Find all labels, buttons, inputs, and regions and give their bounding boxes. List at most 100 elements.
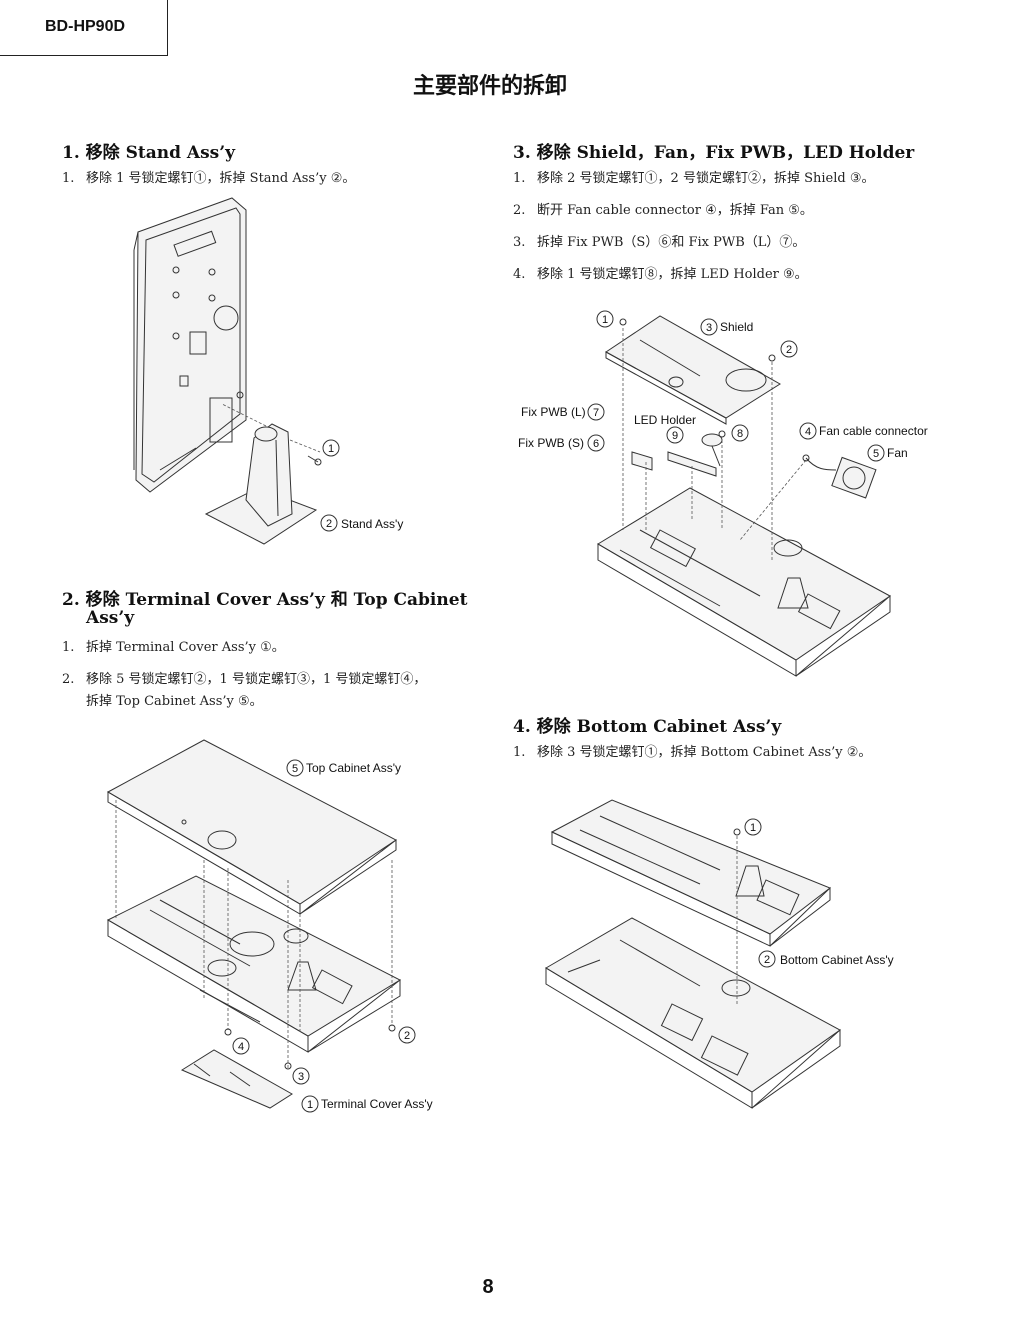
svg-text:1: 1 — [328, 443, 334, 455]
callout-5: 5 — [286, 759, 304, 777]
step-text: 断开 Fan cable connector ④，拆掉 Fan ⑤。 — [537, 203, 813, 218]
callout-1: 1 — [596, 310, 614, 328]
callout-1: 1 — [744, 818, 762, 836]
chassis-drawing — [106, 875, 402, 1053]
callout-2: 2 — [758, 950, 776, 968]
section-2-title-line-1: 2. 移除 Terminal Cover Ass’y 和 Top Cabinet — [62, 590, 468, 610]
shield-label: Shield — [720, 320, 753, 334]
step-number: 2. — [62, 672, 75, 687]
section-2-step-2-cont: 拆掉 Top Cabinet Ass’y ⑤。 — [86, 694, 263, 709]
callout-3: 3 — [700, 318, 718, 336]
terminal-cover-label: Terminal Cover Ass'y — [321, 1097, 433, 1111]
monitor-body-drawing — [133, 197, 247, 493]
step-number: 1. — [62, 171, 75, 186]
callout-1: 1 — [322, 439, 340, 457]
step-text: 拆掉 Fix PWB（S）⑥和 Fix PWB（L）⑦。 — [537, 235, 806, 250]
callout-6: 6 — [587, 434, 605, 452]
page-number: 8 — [482, 1276, 494, 1298]
step-number: 2. — [513, 203, 526, 218]
callout-9: 9 — [666, 426, 684, 444]
terminal-cover-drawing — [180, 1049, 293, 1109]
step-text: 移除 1 号锁定螺钉⑧，拆掉 LED Holder ⑨。 — [537, 267, 808, 282]
section-2-title-line-2: Ass’y — [86, 608, 135, 628]
step-number: 4. — [513, 267, 526, 282]
step-number: 1. — [513, 745, 526, 760]
svg-text:1: 1 — [307, 1099, 313, 1111]
fix-pwb-l-label: Fix PWB (L) — [521, 405, 586, 419]
page-title: 主要部件的拆卸 — [412, 74, 567, 99]
shield-drawing — [605, 315, 781, 425]
callout-2: 2 — [780, 340, 798, 358]
svg-text:9: 9 — [672, 430, 678, 442]
bottom-cabinet-label: Bottom Cabinet Ass'y — [780, 953, 894, 967]
svg-text:2: 2 — [326, 518, 332, 530]
step-text: 移除 3 号锁定螺钉①，拆掉 Bottom Cabinet Ass’y ②。 — [537, 745, 872, 760]
svg-text:1: 1 — [750, 822, 756, 834]
svg-text:1: 1 — [602, 314, 608, 326]
screws-drawing — [733, 828, 741, 836]
step-text: 移除 2 号锁定螺钉①，2 号锁定螺钉②，拆掉 Shield ③。 — [537, 171, 875, 186]
fix-pwb-drawing — [631, 451, 717, 477]
fan-drawing — [805, 456, 877, 499]
screws-drawing — [619, 318, 810, 462]
chassis-drawing — [597, 487, 891, 677]
top-cabinet-label: Top Cabinet Ass'y — [306, 761, 401, 775]
callout-4: 4 — [799, 422, 817, 440]
svg-text:3: 3 — [298, 1071, 304, 1083]
svg-text:4: 4 — [238, 1041, 244, 1053]
callout-2: 2 — [320, 514, 338, 532]
stand-assy-label: Stand Ass'y — [341, 517, 403, 531]
svg-text:8: 8 — [737, 428, 743, 440]
model-number: BD-HP90D — [45, 18, 126, 35]
svg-text:2: 2 — [404, 1030, 410, 1042]
svg-text:2: 2 — [786, 344, 792, 356]
step-number: 1. — [62, 640, 75, 655]
step-text: 移除 5 号锁定螺钉②，1 号锁定螺钉③，1 号锁定螺钉④， — [86, 672, 427, 687]
svg-text:7: 7 — [593, 407, 599, 419]
svg-text:2: 2 — [764, 954, 770, 966]
step-number: 1. — [513, 171, 526, 186]
step-number: 3. — [513, 235, 526, 250]
svg-text:4: 4 — [805, 426, 811, 438]
step-text: 移除 1 号锁定螺钉①，拆掉 Stand Ass’y ②。 — [86, 171, 356, 186]
assembly-guide-lines — [115, 800, 393, 1070]
assembly-guide-lines — [622, 328, 807, 560]
callout-8: 8 — [731, 424, 749, 442]
callout-1: 1 — [301, 1095, 319, 1113]
fan-label: Fan — [887, 446, 908, 460]
svg-text:5: 5 — [873, 448, 879, 460]
model-box: BD-HP90D — [0, 0, 168, 56]
section-2-step-2: 2. 移除 5 号锁定螺钉②，1 号锁定螺钉③，1 号锁定螺钉④， — [62, 669, 426, 691]
callout-2: 2 — [398, 1026, 416, 1044]
svg-text:6: 6 — [593, 438, 599, 450]
section-3-title: 3. 移除 Shield，Fan，Fix PWB，LED Holder — [513, 143, 915, 163]
section-3-step-2: 2. 断开 Fan cable connector ④，拆掉 Fan ⑤。 — [513, 200, 813, 222]
chassis-drawing — [550, 799, 831, 947]
stand-drawing — [204, 403, 321, 545]
callout-7: 7 — [587, 403, 605, 421]
fan-cable-connector-label: Fan cable connector — [819, 424, 928, 438]
callout-4: 4 — [232, 1037, 250, 1055]
section-3-step-4: 4. 移除 1 号锁定螺钉⑧，拆掉 LED Holder ⑨。 — [513, 264, 808, 286]
svg-text:5: 5 — [292, 763, 298, 775]
svg-text:3: 3 — [706, 322, 712, 334]
bottom-cabinet-drawing — [545, 917, 841, 1109]
step-text: 拆掉 Terminal Cover Ass’y ①。 — [86, 640, 285, 655]
section-4-step-1: 1. 移除 3 号锁定螺钉①，拆掉 Bottom Cabinet Ass’y ②。 — [513, 742, 871, 764]
section-3-step-3: 3. 拆掉 Fix PWB（S）⑥和 Fix PWB（L）⑦。 — [513, 232, 805, 254]
screw-1-drawing — [307, 455, 322, 466]
section-2-step-1: 1. 拆掉 Terminal Cover Ass’y ①。 — [62, 637, 285, 659]
callout-3: 3 — [292, 1067, 310, 1085]
section-4-title: 4. 移除 Bottom Cabinet Ass’y — [513, 717, 782, 737]
led-holder-label: LED Holder — [634, 413, 696, 427]
section-1-title: 1. 移除 Stand Ass’y — [62, 143, 236, 163]
screws-drawing — [224, 1024, 396, 1070]
section-1-step-1: 1. 移除 1 号锁定螺钉①，拆掉 Stand Ass’y ②。 — [62, 168, 355, 190]
section-3-step-1: 1. 移除 2 号锁定螺钉①，2 号锁定螺钉②，拆掉 Shield ③。 — [513, 168, 874, 190]
fix-pwb-s-label: Fix PWB (S) — [518, 436, 584, 450]
callout-5: 5 — [867, 444, 885, 462]
